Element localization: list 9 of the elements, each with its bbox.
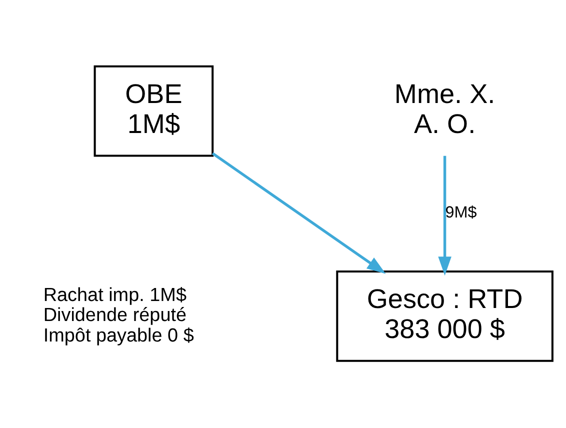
node-box: Gesco : RTD 383 000 $ [336,270,554,362]
edge-label: 9M$ [445,204,477,222]
label: Dividende réputé [43,305,187,326]
label: Impôt payable 0 $ [43,326,194,347]
label: Rachat imp. 1M$ [43,284,186,306]
arrow [438,156,452,276]
node-box: OBE 1M$ [94,65,214,157]
arrow [212,152,386,274]
node-text: Mme. X. A. O. [394,78,496,139]
